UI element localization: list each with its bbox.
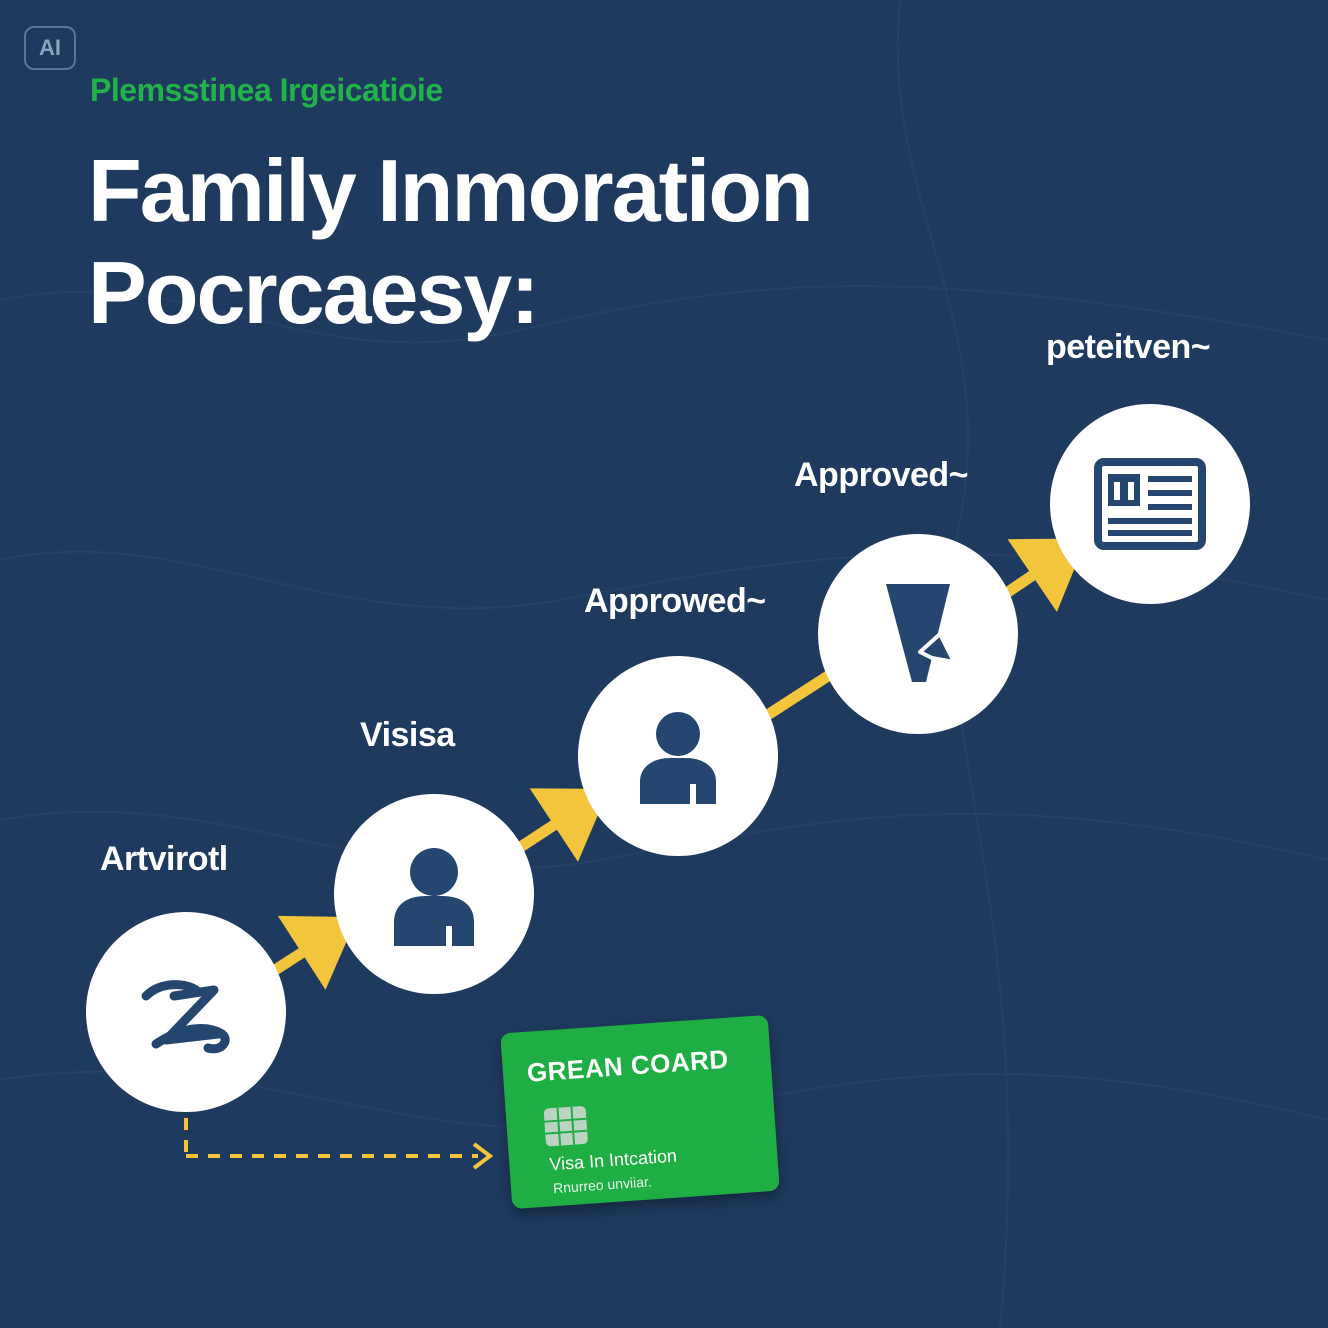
step-label-5: peteitven~: [1046, 328, 1211, 366]
step-node-5: [1050, 404, 1250, 604]
person-icon: [640, 712, 716, 804]
step-node-1: [86, 912, 286, 1112]
dashed-path-to-card: [184, 1118, 478, 1158]
step-label-3: Approwed~: [584, 582, 766, 620]
step-label-4: Approved~: [794, 456, 969, 494]
title-line-1: Family Inmoration: [88, 141, 814, 240]
step-node-3: [578, 656, 778, 856]
step-label-2: Visisa: [360, 716, 455, 754]
step-node-4: [818, 534, 1018, 734]
green-card: GREAN COARD Visa In Intcation Rnurreo un…: [500, 1014, 780, 1210]
step-label-1: Artvirotl: [100, 840, 228, 878]
arrow-step2-to-step3: [516, 788, 609, 862]
cone-icon: [886, 584, 956, 682]
card-chip-icon: [543, 1105, 589, 1147]
arrow-step3-to-step4: [760, 670, 834, 722]
page-title: Family Inmoration Pocrcaesy:: [88, 140, 814, 344]
card-title: GREAN COARD: [525, 1043, 730, 1088]
card-line-1: Visa In Intcation: [548, 1145, 678, 1175]
signature-icon: [141, 980, 230, 1054]
subtitle: Plemsstinea Irgeicatioie: [90, 72, 443, 108]
card-line-2: Rnurreo unviiar.: [552, 1173, 653, 1197]
arrow-step1-to-step2: [266, 915, 358, 990]
document-icon: [1094, 458, 1206, 550]
arrow-step4-to-step5: [1002, 538, 1087, 613]
ai-badge: AI: [24, 26, 76, 70]
step-node-2: [334, 794, 534, 994]
person-icon: [394, 848, 474, 946]
title-line-2: Pocrcaesy:: [88, 243, 540, 342]
